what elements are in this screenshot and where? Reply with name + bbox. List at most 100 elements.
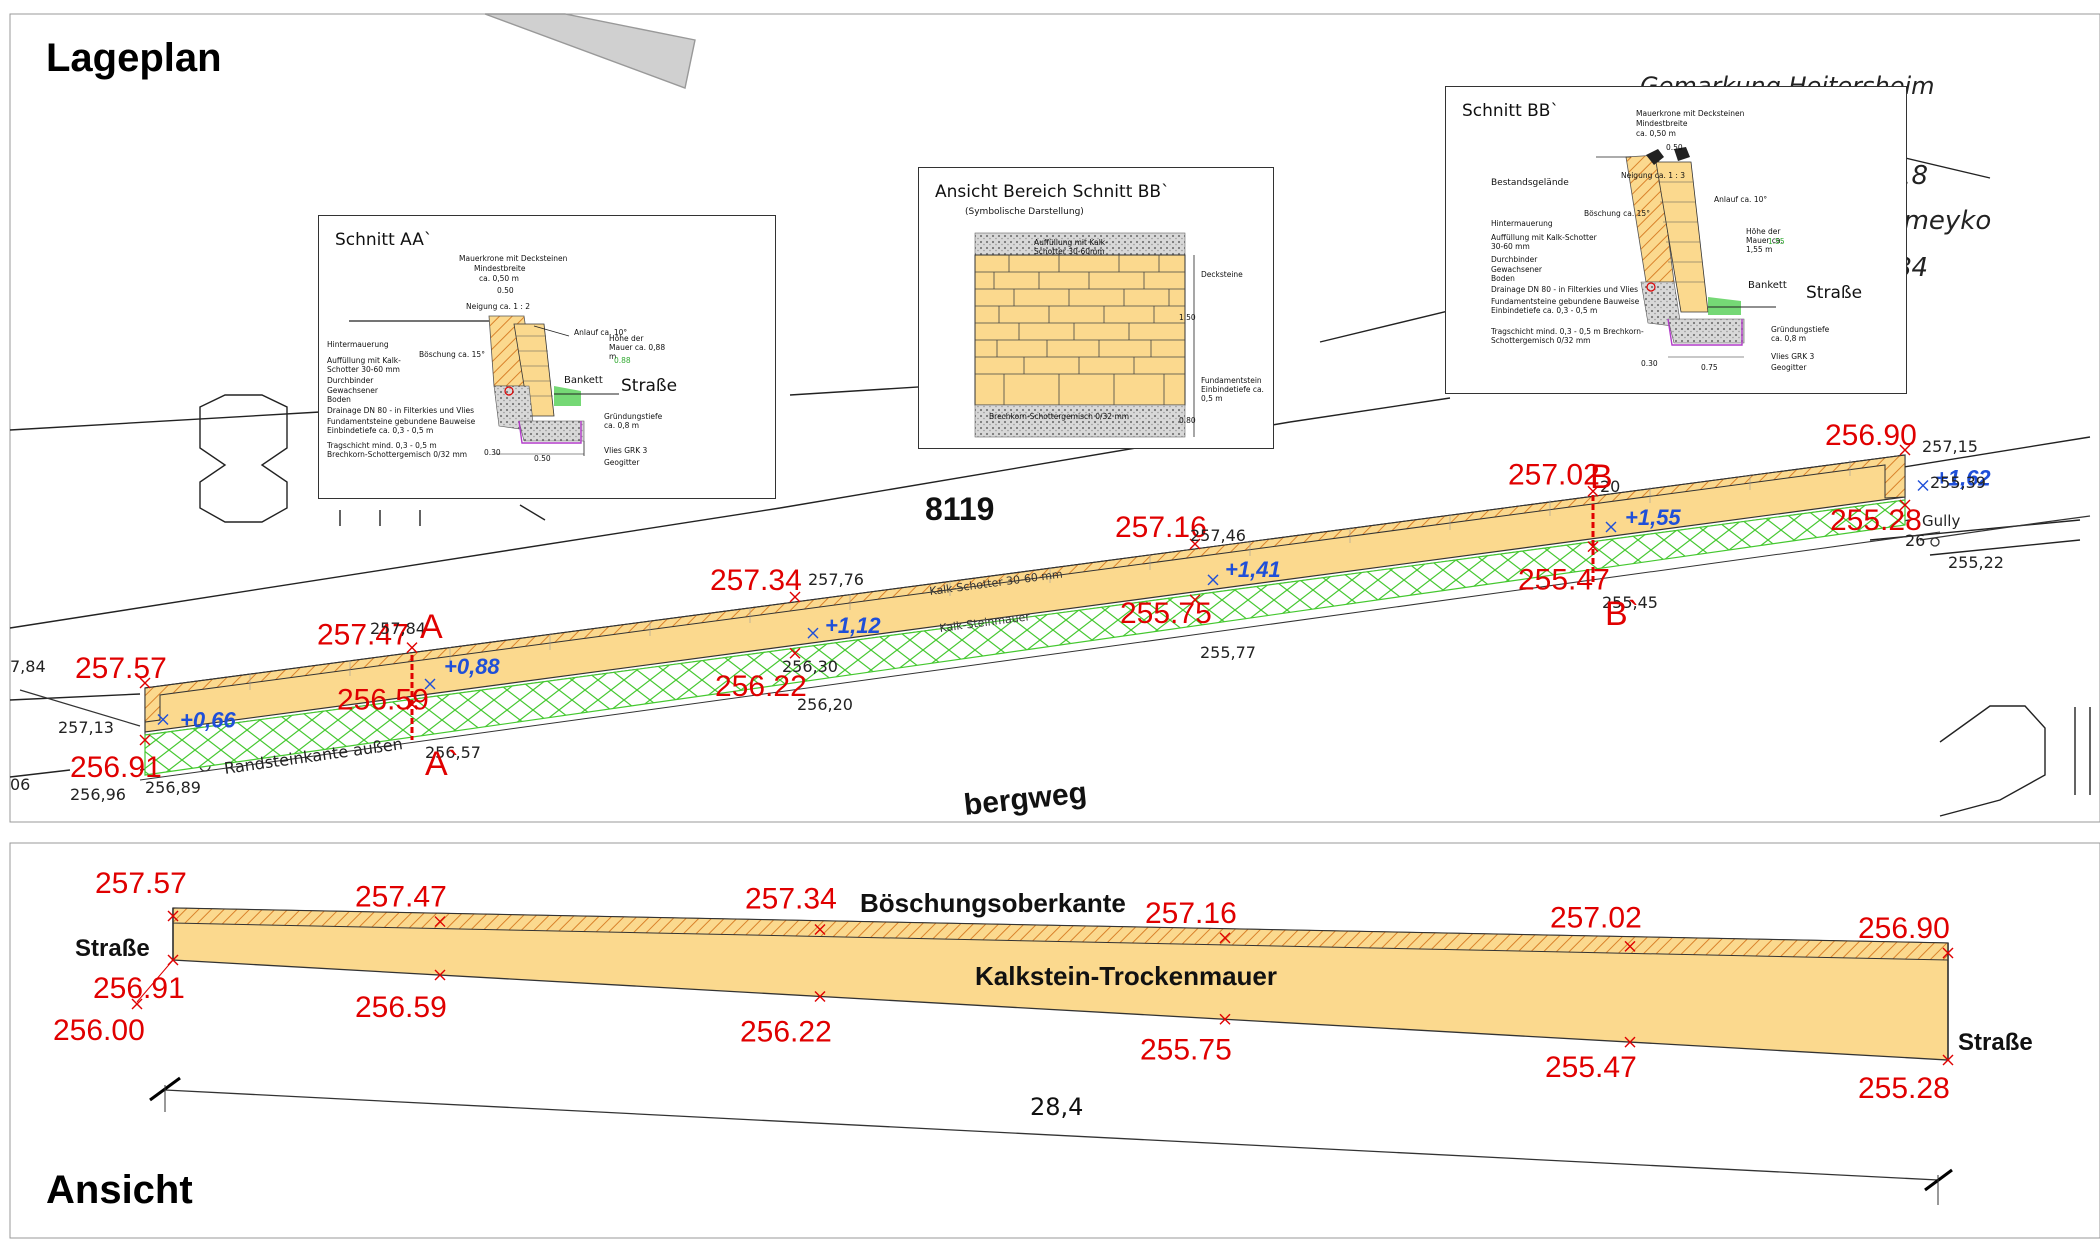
elevation-point-top — [814, 923, 826, 935]
note: Mindestbreite — [474, 264, 526, 273]
elevation-point-top — [167, 910, 179, 922]
level-point-top — [1189, 538, 1201, 550]
height-point — [1207, 574, 1219, 586]
elevation-level-top: 256.90 — [1858, 912, 1950, 945]
note: 0.50 — [1666, 143, 1683, 152]
slope-hatch — [144, 499, 1906, 776]
section-bb-street: Straße — [1806, 283, 1863, 303]
note: Höhe der Mauer ca. 1,55 m — [1746, 227, 1784, 254]
note: Mauerkrone mit Decksteinen — [1636, 109, 1745, 118]
section-a-top: A — [420, 608, 443, 646]
note: 0.75 — [1701, 363, 1718, 372]
note: Anlauf ca. 10° — [574, 328, 628, 337]
height-point — [807, 627, 819, 639]
note: Gründungstiefe ca. 0,8 m — [1771, 325, 1830, 343]
note: ca. 0,50 m — [479, 274, 519, 283]
level-point-top — [139, 677, 151, 689]
plan-height-label: +1,12 — [825, 613, 881, 638]
road-name-fragment: bergweg — [962, 776, 1088, 822]
note: Böschung ca. 15° — [419, 350, 485, 359]
note: 0.30 — [484, 448, 501, 457]
plan-level-labels: 257.57256.91+0,66257.47256.59+0,88257.34… — [10, 419, 2004, 804]
level-point-top — [406, 642, 418, 654]
plan-level-bottom: 256.22 — [715, 670, 807, 703]
street-label-left: Straße — [75, 935, 150, 962]
elevation-level-bottom: 256.22 — [740, 1015, 832, 1048]
plan-survey-level: 255,45 — [1602, 593, 1658, 612]
note: Bankett — [564, 375, 603, 386]
plan-level-top: 257.02 — [1508, 458, 1600, 491]
plan-survey-level: 26 — [1905, 531, 1925, 550]
dimension-label: 28,4 — [1030, 1093, 1083, 1121]
level-point-top — [1899, 444, 1911, 456]
plan-survey-level: 20 — [1600, 477, 1620, 496]
level-point-top — [789, 591, 801, 603]
note: Böschung ca. 15° — [1584, 209, 1650, 218]
elevation-point-top — [434, 916, 446, 928]
note: Auffüllung mit Kalk-Schotter 30-60mm — [1034, 238, 1108, 256]
plan-survey-level: 257,15 — [1922, 437, 1978, 456]
plan-height-label: +0,66 — [180, 708, 236, 733]
road-edge-right — [1919, 515, 2091, 541]
plan-level-top: 257.34 — [710, 564, 802, 597]
note: Vlies GRK 3 — [604, 446, 648, 455]
view-title: Ansicht — [46, 1168, 193, 1212]
plan-survey-level: 257,46 — [1190, 526, 1246, 545]
plan-level-top: 257.16 — [1115, 511, 1207, 544]
street-label-right: Straße — [1958, 1029, 2033, 1056]
plan-title: Lageplan — [46, 36, 222, 80]
note: Brechkorn-Schottergemisch 0/32 mm — [989, 412, 1130, 421]
height-point — [1917, 480, 1929, 491]
elevation-level-marks — [131, 910, 1954, 1066]
plan-level-marks — [139, 444, 1929, 746]
note: Durchbinder — [1491, 255, 1538, 264]
height-point — [424, 678, 436, 690]
plan-survey-level: 257,84 — [370, 619, 426, 638]
level-point-bottom — [1189, 594, 1201, 606]
note: Neigung ca. 1 : 2 — [466, 302, 531, 311]
plan-height-label: +1,41 — [1225, 557, 1281, 582]
level-point-top — [1587, 485, 1599, 497]
note: Bestandsgelände — [1491, 178, 1569, 188]
elevation-point-bottom — [1942, 1054, 1954, 1066]
elevation-level-top: 257.16 — [1145, 897, 1237, 930]
elevation-level-bottom: 256.59 — [355, 991, 447, 1024]
plan-survey-level: 257,76 — [808, 570, 864, 589]
note: Fundamentstein Einbindetiefe ca. 0,5 m — [1201, 376, 1264, 403]
plan-level-bottom: 255.75 — [1120, 597, 1212, 630]
plan-survey-level: 256,89 — [145, 778, 201, 797]
elevation-point-bottom — [434, 969, 446, 981]
note: Mindestbreite — [1636, 119, 1688, 128]
parcel-number: 8119 — [925, 491, 994, 527]
note: Drainage DN 80 - in Filterkies und Vlies — [1491, 285, 1639, 294]
note: Gewachsener Boden — [1491, 265, 1543, 283]
plan-level-top: 256.90 — [1825, 419, 1917, 452]
elevation-level-labels: 257.57256.91257.47256.59257.34256.22257.… — [53, 867, 1950, 1105]
note: Gewachsener Boden — [327, 386, 379, 404]
plan-frame — [9, 13, 2100, 823]
view-bb-title: Ansicht Bereich Schnitt BB` — [935, 182, 1170, 202]
note: Geogitter — [1771, 363, 1807, 372]
height-point — [157, 714, 169, 725]
plan-survey-level: 255,77 — [1200, 643, 1256, 662]
plan-survey-level: 256,96 — [70, 785, 126, 804]
section-bb-title: Schnitt BB` — [1462, 101, 1559, 121]
note: Gründungstiefe ca. 0,8 m — [604, 412, 663, 430]
note: 0.88 — [614, 356, 631, 365]
gully-label: Gully — [1922, 512, 1960, 530]
section-aa-title: Schnitt AA` — [335, 230, 433, 250]
plan-survey-level: 256,57 — [425, 743, 481, 762]
elevation-point-bottom — [167, 954, 179, 966]
plan-survey-level: 257,13 — [58, 718, 114, 737]
note: Hintermauerung — [1491, 219, 1553, 228]
level-point-bottom — [139, 734, 151, 746]
note: Auffüllung mit Kalk-Schotter 30-60 mm — [1491, 233, 1597, 251]
road-edge — [139, 531, 1941, 781]
elevation-point-extra — [131, 998, 143, 1010]
elevation-level-top: 257.02 — [1550, 901, 1642, 934]
plan-survey-level: 255,22 — [1948, 553, 2004, 572]
section-aa-panel: Schnitt AA` Mauerkrone mit Decksteinen M… — [318, 215, 776, 499]
elevation-point-top — [1942, 947, 1954, 959]
elevation-level-bottom: 255.28 — [1858, 1072, 1950, 1105]
